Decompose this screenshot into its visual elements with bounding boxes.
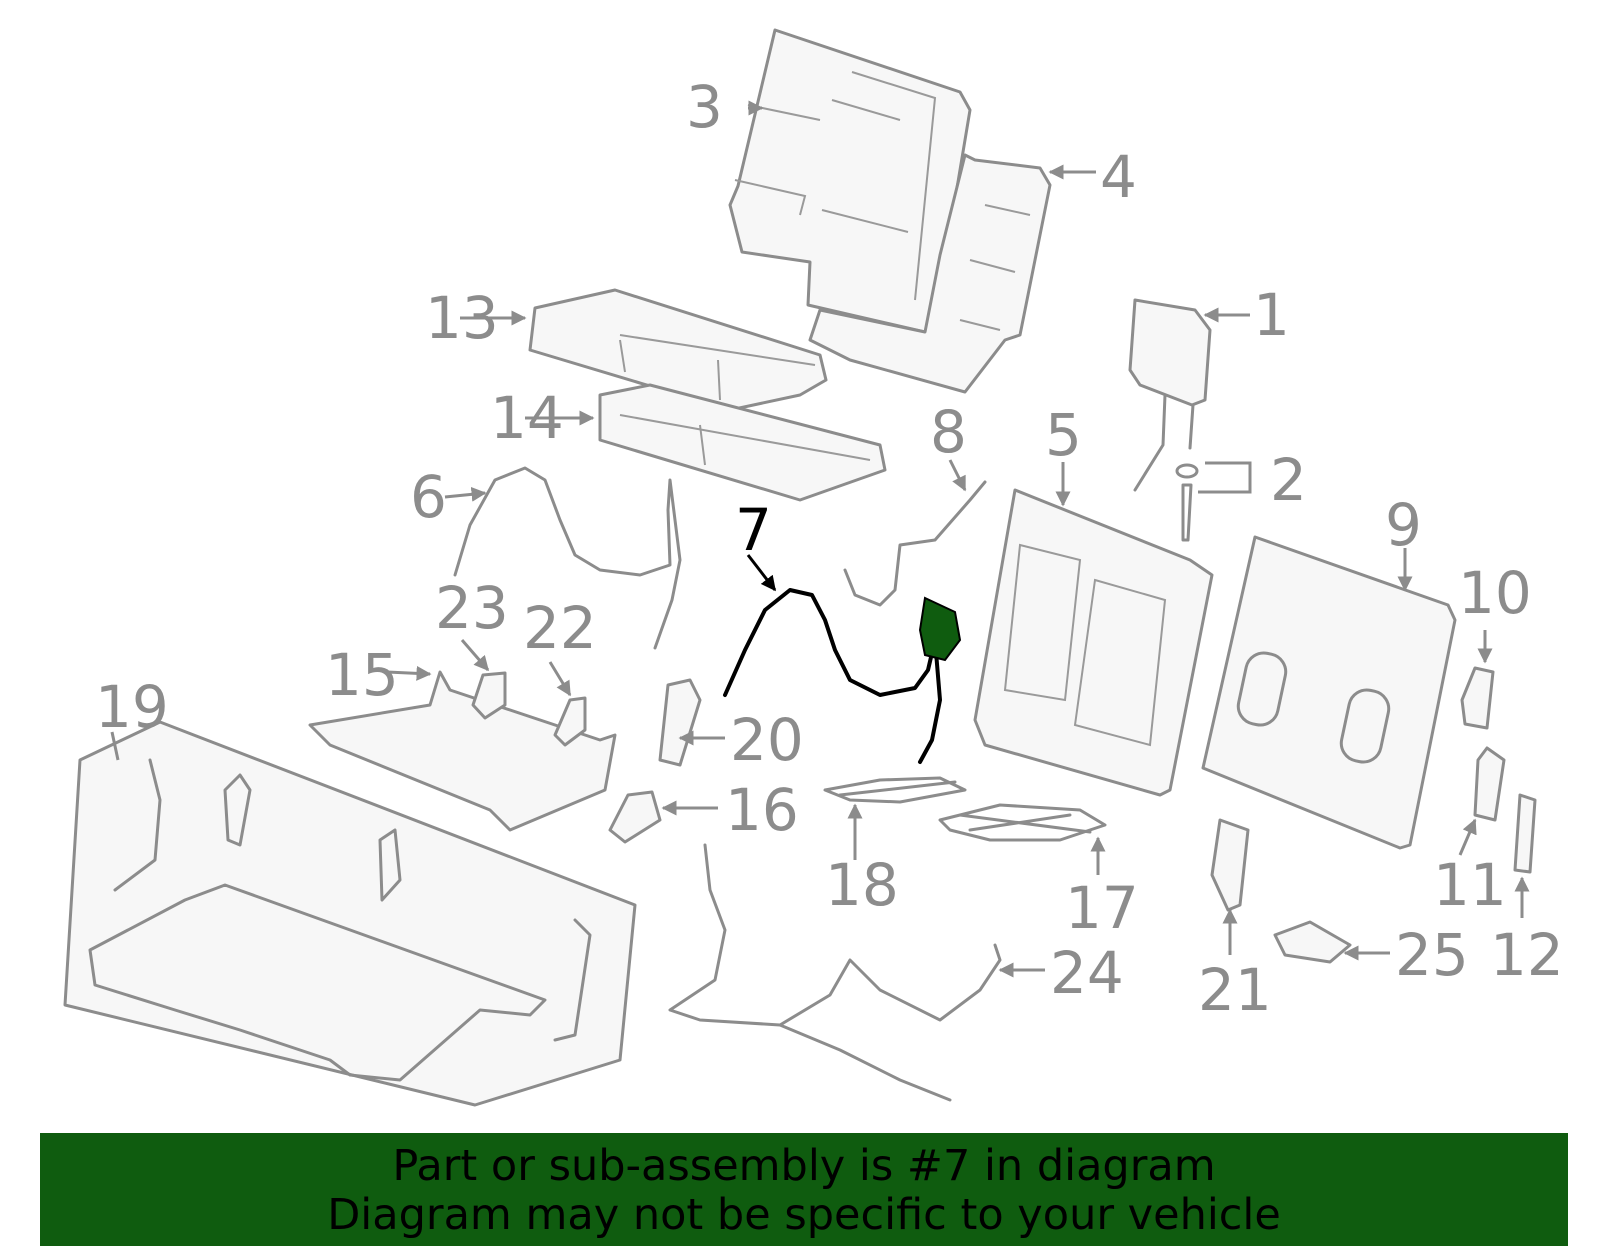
callout-22: 22 — [523, 594, 597, 662]
banner-line-1: Part or sub-assembly is #7 in diagram — [392, 1141, 1216, 1191]
bracket-part-20 — [658, 678, 702, 767]
callout-8: 8 — [930, 398, 967, 466]
callout-15: 15 — [325, 641, 399, 709]
wire-harness-part-24 — [668, 843, 1002, 1102]
callout-10: 10 — [1458, 559, 1532, 627]
callout-12: 12 — [1490, 921, 1564, 989]
callout-23: 23 — [435, 574, 509, 642]
trim-part-12 — [1513, 793, 1537, 874]
callout-5: 5 — [1045, 401, 1082, 469]
cable-part-8 — [843, 480, 987, 607]
callout-3: 3 — [686, 73, 723, 141]
headrest-part-1 — [1128, 298, 1212, 492]
module-part-25 — [1273, 920, 1352, 964]
headrest-guides-part-2 — [1175, 463, 1199, 542]
spring-mat-part-17 — [938, 803, 1107, 842]
callout-1: 1 — [1253, 281, 1290, 349]
notice-banner: Part or sub-assembly is #7 in diagram Di… — [40, 1133, 1568, 1246]
back-panel-part-9 — [1201, 535, 1457, 850]
cover-part-23 — [471, 671, 507, 720]
cable-part-6 — [453, 466, 682, 650]
callout-labels: 3 4 1 2 5 13 14 6 8 7 9 10 11 12 25 21 1… — [95, 73, 1564, 1024]
callout-13: 13 — [425, 284, 499, 352]
handle-part-10 — [1460, 666, 1495, 730]
seat-frame-part-19 — [63, 720, 637, 1107]
seatback-frame-part-5 — [973, 488, 1214, 797]
callout-19: 19 — [95, 673, 169, 741]
cushion-frame-part-14 — [598, 383, 887, 502]
callout-16: 16 — [725, 776, 799, 844]
callout-6: 6 — [410, 463, 447, 531]
banner-line-2: Diagram may not be specific to your vehi… — [327, 1190, 1281, 1240]
latch-part-16 — [608, 790, 662, 844]
callout-24: 24 — [1050, 939, 1124, 1007]
seat-back-frame-part-4 — [808, 153, 1052, 394]
highlighted-cable-part-7 — [723, 588, 962, 764]
bracket-part-21 — [1210, 818, 1250, 912]
callout-17: 17 — [1065, 874, 1139, 942]
callout-9: 9 — [1385, 491, 1422, 559]
callout-11: 11 — [1433, 851, 1507, 919]
spring-mat-part-18 — [823, 776, 967, 804]
callout-20: 20 — [730, 706, 804, 774]
seat-back-cover-part-3 — [728, 28, 972, 334]
release-handle-part-11 — [1473, 746, 1506, 822]
seat-cushion-part-13 — [528, 288, 828, 412]
pivot-bracket-part-15 — [308, 670, 617, 832]
callout-2: 2 — [1270, 446, 1307, 514]
callout-7-highlighted: 7 — [735, 496, 772, 564]
cover-part-22 — [553, 696, 587, 747]
callout-25: 25 — [1395, 921, 1469, 989]
callout-14: 14 — [490, 384, 564, 452]
callout-4: 4 — [1100, 143, 1137, 211]
callout-21: 21 — [1198, 956, 1272, 1024]
callout-18: 18 — [825, 851, 899, 919]
